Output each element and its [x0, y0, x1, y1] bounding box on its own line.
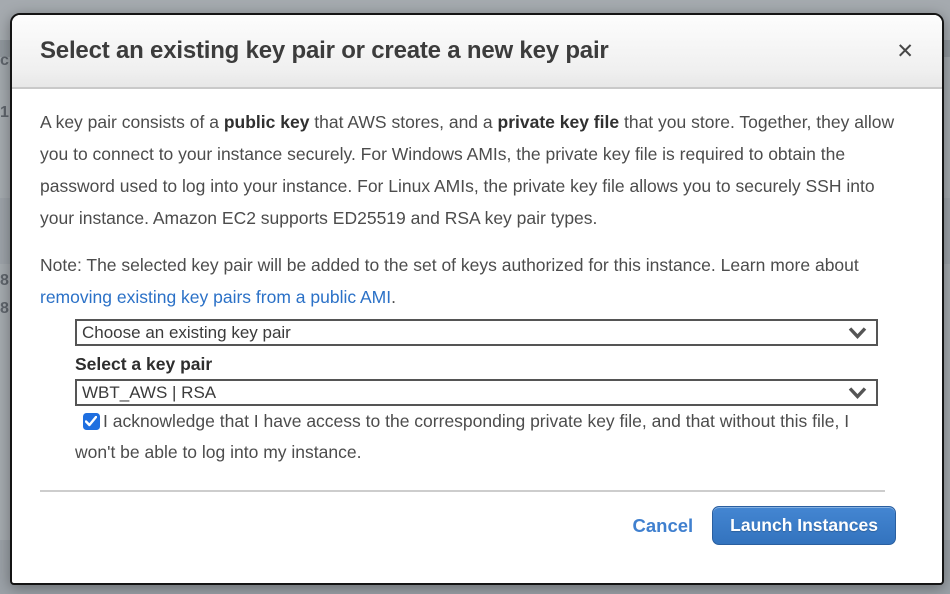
chevron-down-icon	[848, 387, 867, 399]
text-run: that AWS stores, and a	[309, 112, 498, 132]
existing-key-pair-dropdown-value: Choose an existing key pair	[82, 322, 291, 342]
key-pair-dialog: Select an existing key pair or create a …	[10, 13, 944, 585]
acknowledgement-label[interactable]: I acknowledge that I have access to the …	[75, 411, 849, 462]
key-pair-description: A key pair consists of a public key that…	[40, 106, 912, 234]
launch-instances-button[interactable]: Launch Instances	[712, 506, 896, 545]
text-run: that you store. Together, they allow you…	[40, 112, 895, 228]
backdrop-text-fragment: 1	[0, 104, 9, 121]
backdrop-text-fragment: c	[0, 52, 9, 69]
acknowledgement-text: I acknowledge that I have access to the …	[75, 411, 850, 462]
chevron-down-icon	[848, 327, 867, 339]
dialog-footer: Cancel Launch Instances	[40, 506, 918, 545]
key-pair-dropdown[interactable]: WBT_AWS | RSA	[75, 379, 878, 406]
text-run: A key pair consists of a	[40, 112, 224, 132]
text-run: Note: The selected key pair will be adde…	[40, 255, 859, 275]
footer-divider	[40, 490, 885, 492]
dialog-title: Select an existing key pair or create a …	[40, 37, 609, 64]
dialog-body: A key pair consists of a public key that…	[12, 106, 942, 545]
key-pair-dropdown-value: WBT_AWS | RSA	[82, 382, 217, 402]
close-icon[interactable]: ✕	[892, 41, 918, 62]
select-key-pair-label: Select a key pair	[75, 354, 213, 374]
text-run: .	[391, 287, 396, 307]
emphasis-text: public key	[223, 112, 310, 132]
backdrop-text-fragment: 8	[0, 272, 9, 289]
emphasis-text: private key file	[497, 112, 620, 132]
key-pair-note: Note: The selected key pair will be adde…	[40, 249, 912, 313]
key-pair-form: Choose an existing key pair Select a key…	[75, 319, 878, 468]
remove-key-pairs-link[interactable]: removing existing key pairs from a publi…	[40, 287, 392, 307]
backdrop-text-fragment: 8	[0, 300, 9, 317]
acknowledgement-checkbox[interactable]	[83, 413, 100, 430]
existing-key-pair-dropdown[interactable]: Choose an existing key pair	[75, 319, 878, 346]
dialog-header: Select an existing key pair or create a …	[12, 15, 942, 89]
check-icon	[85, 416, 97, 427]
cancel-button[interactable]: Cancel	[632, 514, 694, 536]
